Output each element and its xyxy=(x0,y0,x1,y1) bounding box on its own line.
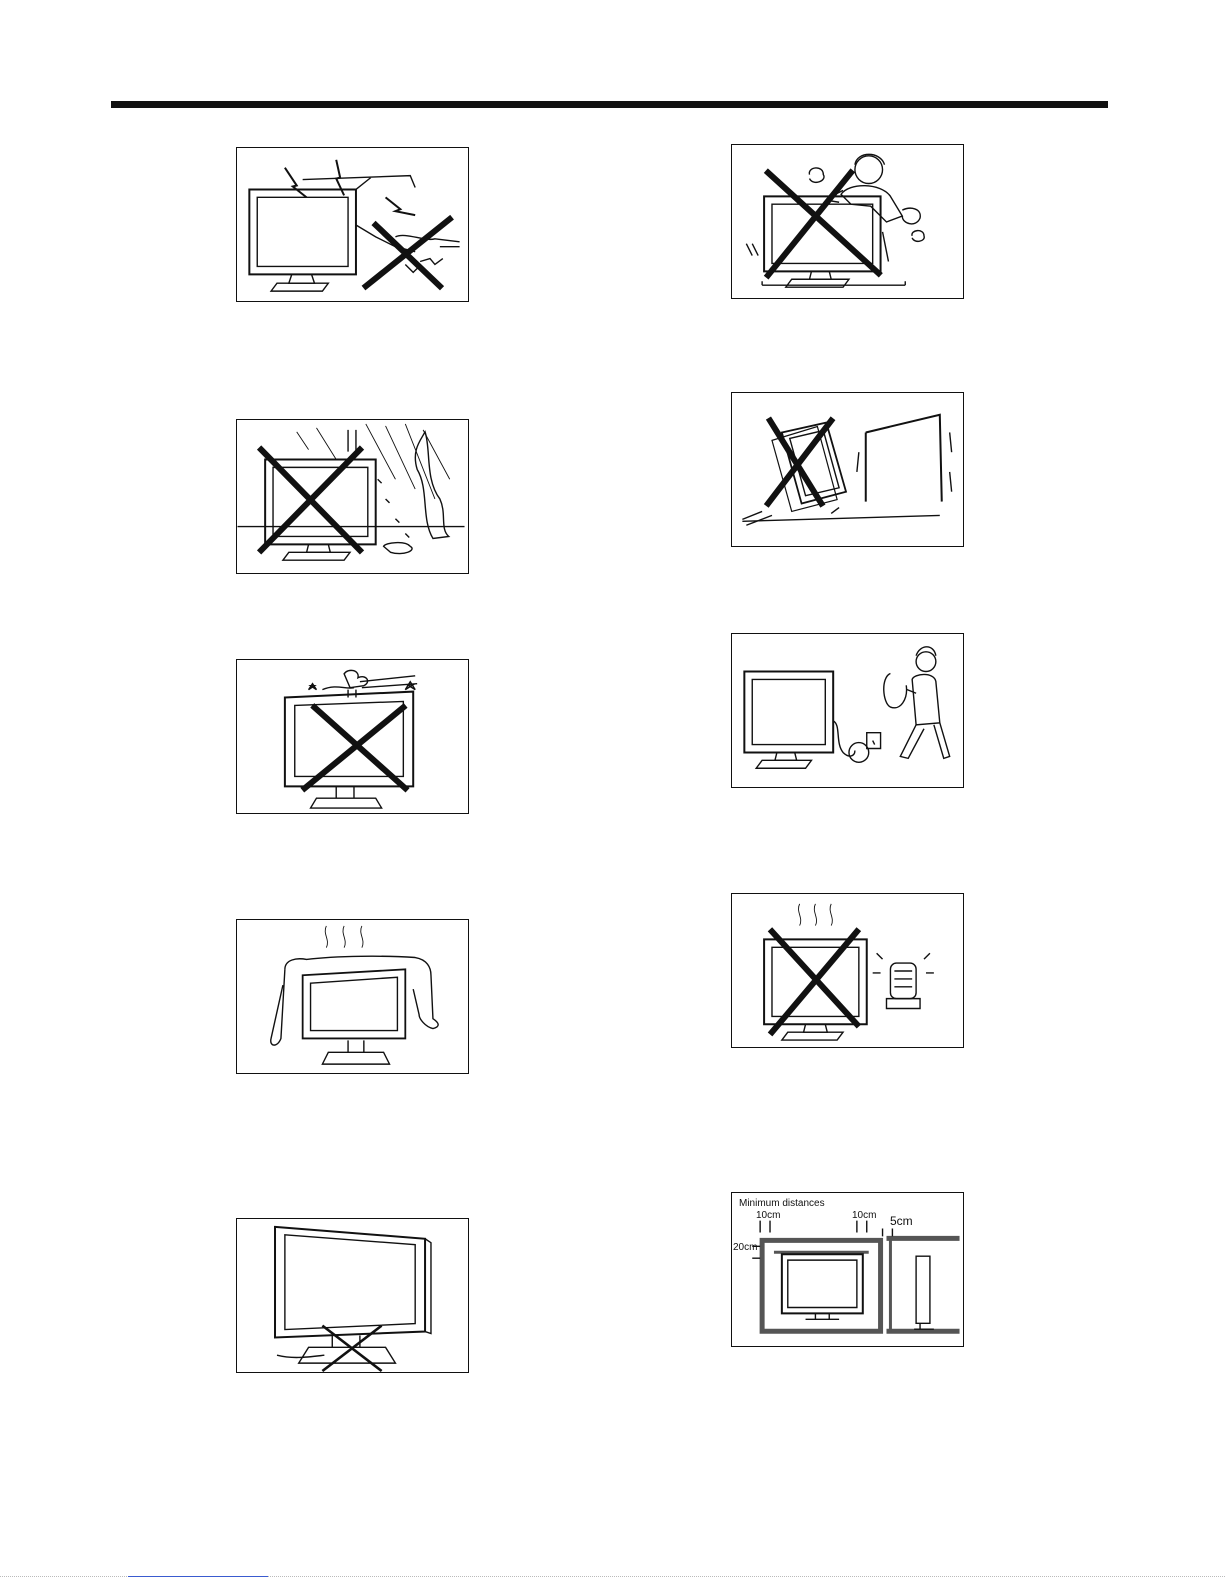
distance-top-right-label: 10cm xyxy=(852,1211,876,1221)
illustration-minimum-distances: Minimum distances 10cm 10cm 5cm 20cm xyxy=(731,1192,964,1347)
header-rule xyxy=(111,101,1108,108)
illustration-object-on-top xyxy=(236,659,469,814)
illustration-child-climbing xyxy=(731,144,964,299)
distance-left-label: 20cm xyxy=(733,1243,757,1253)
footer-line xyxy=(128,1576,268,1577)
illustration-heat-source xyxy=(731,893,964,1048)
illustration-rain-moisture xyxy=(236,419,469,574)
distance-top-left-label: 10cm xyxy=(756,1211,780,1221)
illustration-cable-under-stand xyxy=(236,1218,469,1373)
min-distances-label: Minimum distances xyxy=(739,1199,825,1209)
distance-side-label: 5cm xyxy=(890,1215,913,1227)
illustration-unplug-by-plug xyxy=(731,633,964,788)
illustration-unstable-placement xyxy=(731,392,964,547)
illustration-lightning-unplug xyxy=(236,147,469,302)
illustration-covered-vents xyxy=(236,919,469,1074)
